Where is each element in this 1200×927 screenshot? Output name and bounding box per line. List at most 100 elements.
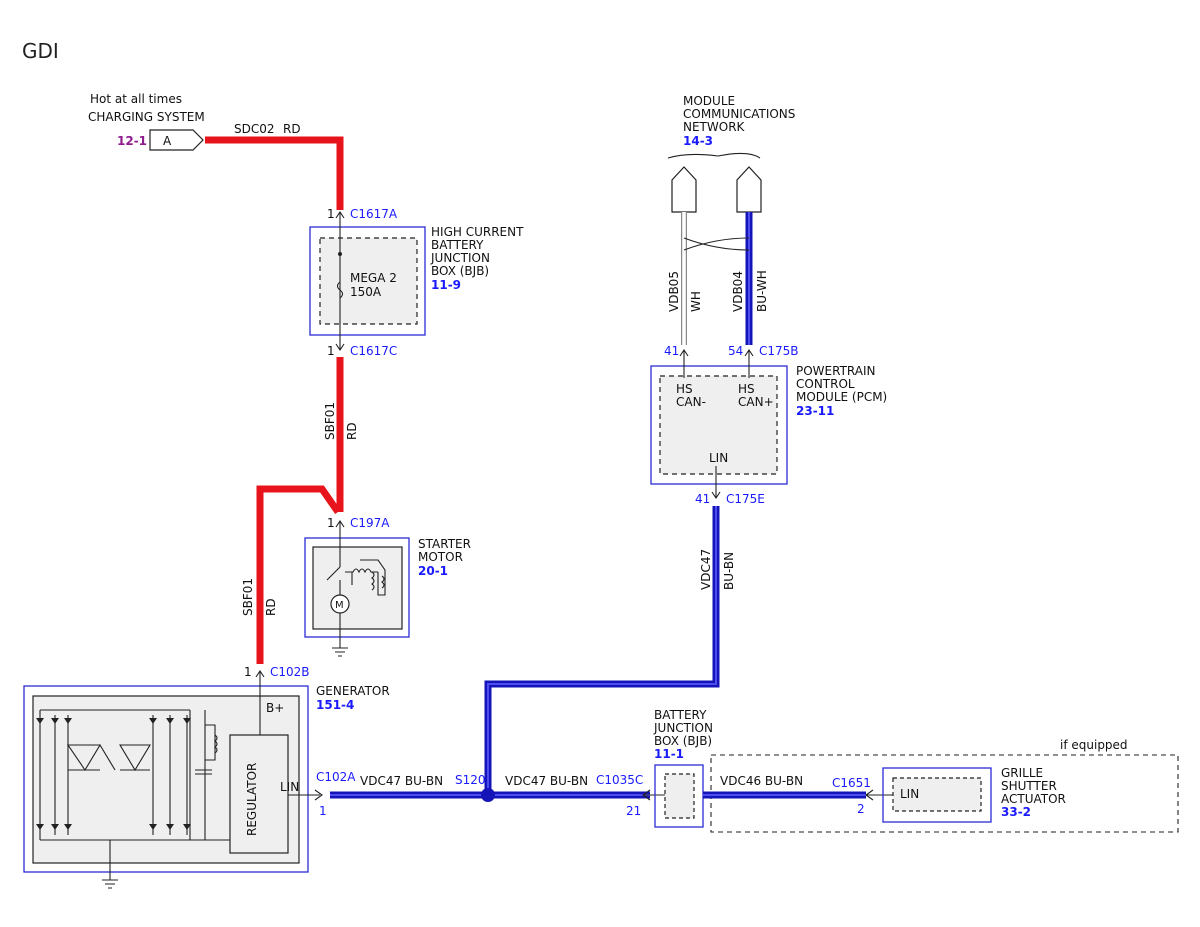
connector-c102b-pin: 1 <box>244 665 252 679</box>
pcm-lin: LIN <box>709 451 728 465</box>
connector-c175b-label: C175B <box>759 344 799 358</box>
grille-outline <box>882 767 992 823</box>
generator-ground-icon <box>102 879 118 889</box>
connector-c102b-label: C102B <box>270 665 310 679</box>
twisted-pair-icon <box>683 237 750 251</box>
wire-vdb04-color: BU-WH <box>755 270 769 312</box>
optional-area-outline <box>710 754 1179 833</box>
starter-title-1: STARTER <box>418 537 471 551</box>
mcn-title-3: NETWORK <box>683 120 746 134</box>
connector-c1617c-pin: 1 <box>327 344 335 358</box>
grille-ref[interactable]: 33-2 <box>1001 805 1031 819</box>
source-pin-flag <box>149 129 204 151</box>
connector-c1617c-symbol <box>335 343 345 351</box>
bjb-inner <box>664 773 695 819</box>
source-pin-label: A <box>163 134 172 148</box>
wire-vdc47-right-label: VDC47 BU-BN <box>505 774 588 788</box>
optional-note: if equipped <box>1060 738 1128 752</box>
bjb-high-ref[interactable]: 11-9 <box>431 278 461 292</box>
fuse-label: MEGA 2 <box>350 271 397 285</box>
generator-ref[interactable]: 151-4 <box>316 698 354 712</box>
bjb-high-outline <box>309 226 426 336</box>
pcm-title-2: CONTROL <box>796 377 855 391</box>
bjb-title-2: JUNCTION <box>653 721 713 735</box>
svg-text:M: M <box>335 600 344 611</box>
wire-sbf01-top-label: SBF01 <box>323 402 337 440</box>
bjb-high-title-4: BOX (BJB) <box>431 264 489 278</box>
starter-coil <box>371 571 375 591</box>
splice-s120-dot <box>481 788 495 802</box>
grille-title-1: GRILLE <box>1001 766 1043 780</box>
generator-stator-windings <box>66 744 151 772</box>
connector-c1617a-label: C1617A <box>350 207 398 221</box>
connector-c102a-label: C102A <box>316 770 356 784</box>
mcn-connector-right <box>736 166 762 213</box>
wire-vdc47-vertical-label: VDC47 <box>699 549 713 590</box>
fuse-rating: 150A <box>350 285 382 299</box>
wire-sbf01-bottom-color: RD <box>264 598 278 616</box>
wire-sdc02-color: RD <box>283 122 301 136</box>
wire-vdc47-left-label: VDC47 BU-BN <box>360 774 443 788</box>
connector-c102a-pin: 1 <box>319 804 327 818</box>
grille-inner <box>892 777 982 812</box>
wire-sdc02 <box>205 136 344 210</box>
pcm-hs-right-2: CAN+ <box>738 395 774 409</box>
source-label-system: CHARGING SYSTEM <box>88 110 205 124</box>
connector-c175b-pin-right: 54 <box>728 344 743 358</box>
pcm-hs-left-2: CAN- <box>676 395 706 409</box>
bjb-high-title-1: HIGH CURRENT <box>431 225 524 239</box>
pcm-title-3: MODULE (PCM) <box>796 390 887 404</box>
starter-ref[interactable]: 20-1 <box>418 564 448 578</box>
bjb-high-title-2: BATTERY <box>431 238 484 252</box>
grille-lin: LIN <box>900 787 919 801</box>
starter-solenoid <box>326 559 386 596</box>
bjb-high-inner <box>319 237 418 325</box>
splice-s120-label: S120 <box>455 773 486 787</box>
generator-capacitor <box>195 769 212 775</box>
connector-c1035c-label: C1035C <box>596 773 643 787</box>
mcn-ref[interactable]: 14-3 <box>683 134 713 148</box>
generator-bplus: B+ <box>266 701 284 715</box>
generator-outline <box>23 685 309 873</box>
pcm-hs-right-1: HS <box>738 382 755 396</box>
starter-coil-2 <box>381 575 385 589</box>
wire-sbf01-bottom <box>256 485 341 664</box>
wire-sdc02-label: SDC02 <box>234 122 275 136</box>
bjb-title-1: BATTERY <box>654 708 707 722</box>
starter-ground-icon <box>332 647 348 657</box>
connector-c175e-pin: 41 <box>695 492 710 506</box>
grille-title-3: ACTUATOR <box>1001 792 1066 806</box>
regulator-box <box>229 734 289 854</box>
source-label-hot: Hot at all times <box>90 92 182 106</box>
wire-vdb05-color: WH <box>689 291 703 312</box>
starter-title-2: MOTOR <box>418 550 463 564</box>
mcn-title-1: MODULE <box>683 94 735 108</box>
mcn-title-2: COMMUNICATIONS <box>683 107 795 121</box>
connector-c197a-label: C197A <box>350 516 390 530</box>
connector-c1651-label: C1651 <box>832 776 871 790</box>
bjb-high-node <box>338 252 342 256</box>
bjb-ref[interactable]: 11-1 <box>654 747 684 761</box>
generator-title: GENERATOR <box>316 684 390 698</box>
wire-vdc47-vertical-color: BU-BN <box>722 552 736 590</box>
connector-c102a-symbol <box>314 789 323 801</box>
connector-c175e-label: C175E <box>726 492 765 506</box>
wire-sbf01-bottom-label: SBF01 <box>241 578 255 616</box>
fuse-mega2-icon <box>336 281 344 299</box>
pcm-title-1: POWERTRAIN <box>796 364 876 378</box>
wire-vdb05-label: VDB05 <box>667 271 681 312</box>
connector-c1651-pin: 2 <box>857 802 865 816</box>
connector-c175b-pin-left: 41 <box>664 344 679 358</box>
bjb-title-3: BOX (BJB) <box>654 734 712 748</box>
generator-lin: LIN <box>280 780 299 794</box>
pcm-ref[interactable]: 23-11 <box>796 404 834 418</box>
mcn-connector-left <box>671 166 697 213</box>
pcm-inner <box>659 375 778 475</box>
connector-c175e-symbol <box>711 491 721 499</box>
wire-vdb04-label: VDB04 <box>731 271 745 312</box>
connector-c1035c-pin: 21 <box>626 804 641 818</box>
pcm-outline <box>650 365 788 485</box>
starter-inner <box>312 546 403 630</box>
source-ref[interactable]: 12-1 <box>117 134 147 148</box>
